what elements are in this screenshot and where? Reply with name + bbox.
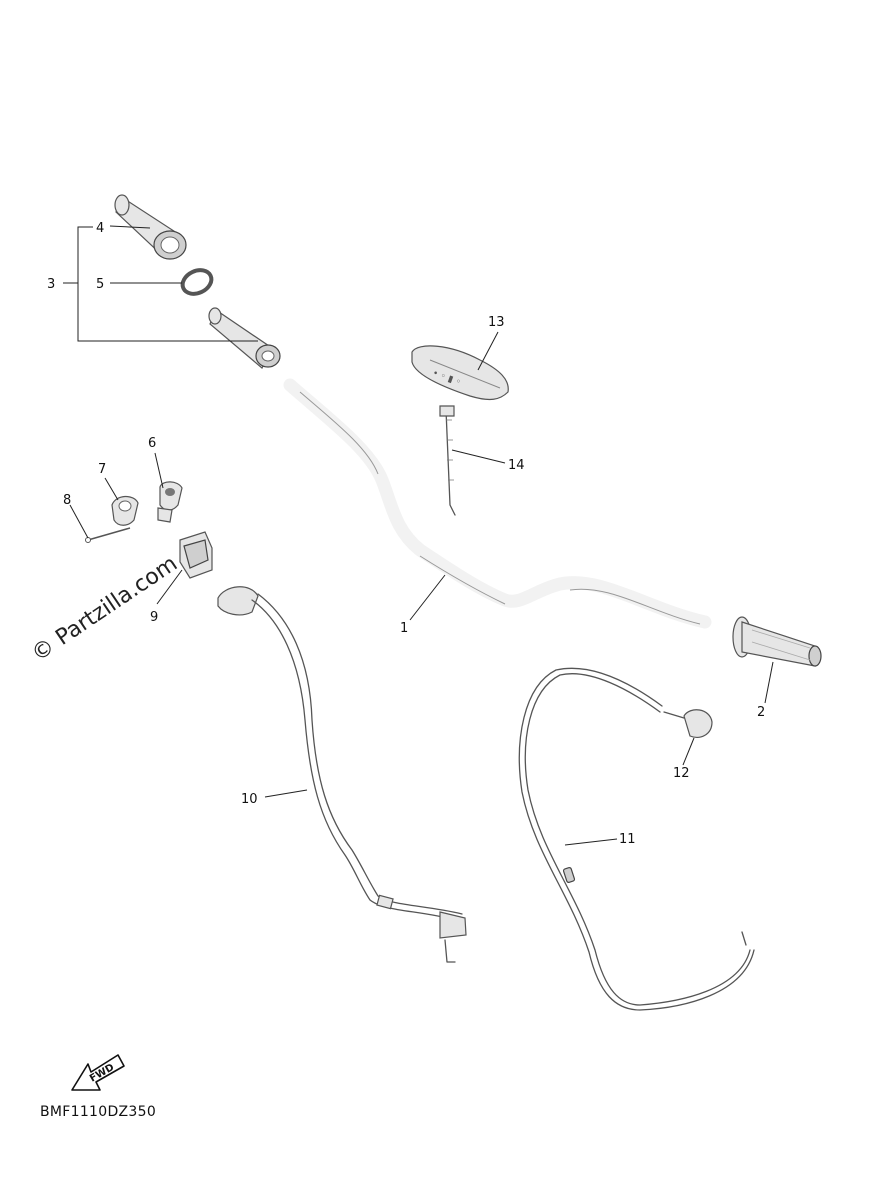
switch-housing-part-9 [179,531,213,579]
right-grip-part [732,616,822,667]
leader-lines [63,225,774,846]
callout-10: 10 [241,792,258,807]
callout-12: 12 [673,766,690,781]
callout-11: 11 [619,832,636,847]
screw-part-8 [85,527,131,543]
callout-4: 4 [96,221,104,236]
strap-part-14 [439,405,456,516]
callout-2: 2 [757,705,765,720]
throttle-tube-part [208,307,281,369]
callout-3: 3 [47,277,55,292]
cable-part-10 [217,586,467,963]
pad-part-13: • ◦ ▮ ◦ [411,345,509,401]
cable-part-11 [518,667,755,1011]
clamp-part-6 [157,481,183,523]
callout-13: 13 [488,315,505,330]
callout-9: 9 [150,610,158,625]
clamp-part-7 [111,495,139,526]
callout-8: 8 [63,493,71,508]
watermark-text: © Partzilla.com [27,551,182,667]
ring-part [180,268,214,296]
adjuster-part-12 [663,709,713,738]
callout-labels: 1 2 3 4 5 6 7 8 9 10 11 12 13 14 [47,221,765,847]
callout-7: 7 [98,462,106,477]
callout-5: 5 [96,277,104,292]
callout-14: 14 [508,458,525,473]
handlebar-part [283,378,712,629]
diagram-code: BMF1110DZ350 [40,1104,157,1120]
callout-6: 6 [148,436,156,451]
callout-1: 1 [400,621,408,636]
fwd-arrow-icon: FWD [71,1054,125,1091]
